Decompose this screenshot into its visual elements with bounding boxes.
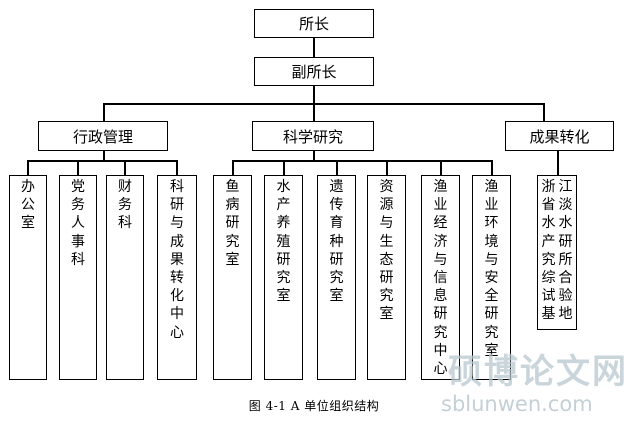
connector-admin-drop [103, 103, 105, 122]
unit-fish-disease-lab: 鱼病研究室 [213, 175, 252, 380]
connector-research-unit-6 [491, 160, 493, 176]
connector-research-unit-4 [386, 160, 388, 176]
unit-fishery-economics-center: 渔业经济与信息研究中心 [421, 175, 460, 380]
unit-resources-ecology-lab: 资源与生态研究室 [367, 175, 406, 380]
connector-director-deputy [313, 37, 315, 58]
connector-deputy-bus [313, 85, 315, 103]
unit-fishery-economics-center-label: 渔业经济与信息研究中心 [433, 179, 448, 378]
connector-research-bus [232, 160, 493, 162]
unit-test-base-label-col-1: 浙省水产究综试基 [541, 179, 556, 323]
unit-test-base: 浙省水产究综试基 江淡水研所合验地 [537, 175, 577, 330]
unit-finance-label: 财务科 [118, 179, 132, 232]
unit-research-transfer-center-label: 科研与成果转化中心 [170, 179, 184, 341]
watermark-latin: sblunwen.com [441, 392, 593, 416]
unit-finance: 财务科 [106, 175, 144, 380]
connector-top-bus [103, 103, 544, 105]
department-admin-box: 行政管理 [38, 121, 168, 151]
unit-genetics-breeding-lab: 遗传育种研究室 [317, 175, 356, 380]
department-transfer-box: 成果转化 [505, 121, 614, 151]
connector-research-down [313, 150, 315, 161]
director-label: 所长 [298, 15, 329, 33]
connector-research-unit-3 [336, 160, 338, 176]
connector-transfer-down [557, 150, 559, 176]
department-transfer-label: 成果转化 [529, 127, 590, 146]
connector-transfer-drop [543, 103, 545, 122]
unit-fishery-environment-lab: 渔业环境与安全研究室 [472, 175, 511, 380]
connector-research-unit-1 [232, 160, 234, 176]
unit-aquaculture-lab-label: 水产养殖研究室 [276, 179, 291, 305]
director-box: 所长 [254, 9, 374, 38]
unit-party-hr: 党务人事科 [59, 175, 97, 380]
unit-resources-ecology-lab-label: 资源与生态研究室 [379, 179, 394, 323]
unit-research-transfer-center: 科研与成果转化中心 [157, 175, 197, 380]
watermark-chinese: 硕博论文网 [448, 352, 628, 392]
unit-party-hr-label: 党务人事科 [71, 179, 85, 268]
figure-caption: 图 4-1 A 单位组织结构 [248, 399, 380, 413]
unit-fishery-environment-lab-label: 渔业环境与安全研究室 [484, 179, 499, 359]
connector-admin-unit-2 [77, 160, 79, 176]
unit-fish-disease-lab-label: 鱼病研究室 [225, 179, 240, 268]
unit-office: 办公室 [9, 175, 47, 380]
deputy-director-box: 副所长 [254, 57, 374, 86]
connector-admin-unit-1 [27, 160, 29, 176]
connector-admin-down [103, 150, 105, 161]
department-research-box: 科学研究 [252, 121, 374, 151]
connector-research-unit-5 [440, 160, 442, 176]
connector-research-drop [313, 103, 315, 122]
unit-genetics-breeding-lab-label: 遗传育种研究室 [329, 179, 344, 305]
connector-research-unit-2 [283, 160, 285, 176]
connector-admin-unit-4 [176, 160, 178, 176]
connector-admin-bus [27, 160, 178, 162]
unit-aquaculture-lab: 水产养殖研究室 [264, 175, 303, 380]
deputy-director-label: 副所长 [291, 63, 337, 81]
connector-admin-unit-3 [124, 160, 126, 176]
unit-office-label: 办公室 [21, 179, 35, 232]
unit-test-base-label-col-2: 江淡水研所合验地 [558, 179, 573, 323]
department-research-label: 科学研究 [282, 127, 343, 146]
department-admin-label: 行政管理 [72, 127, 133, 146]
